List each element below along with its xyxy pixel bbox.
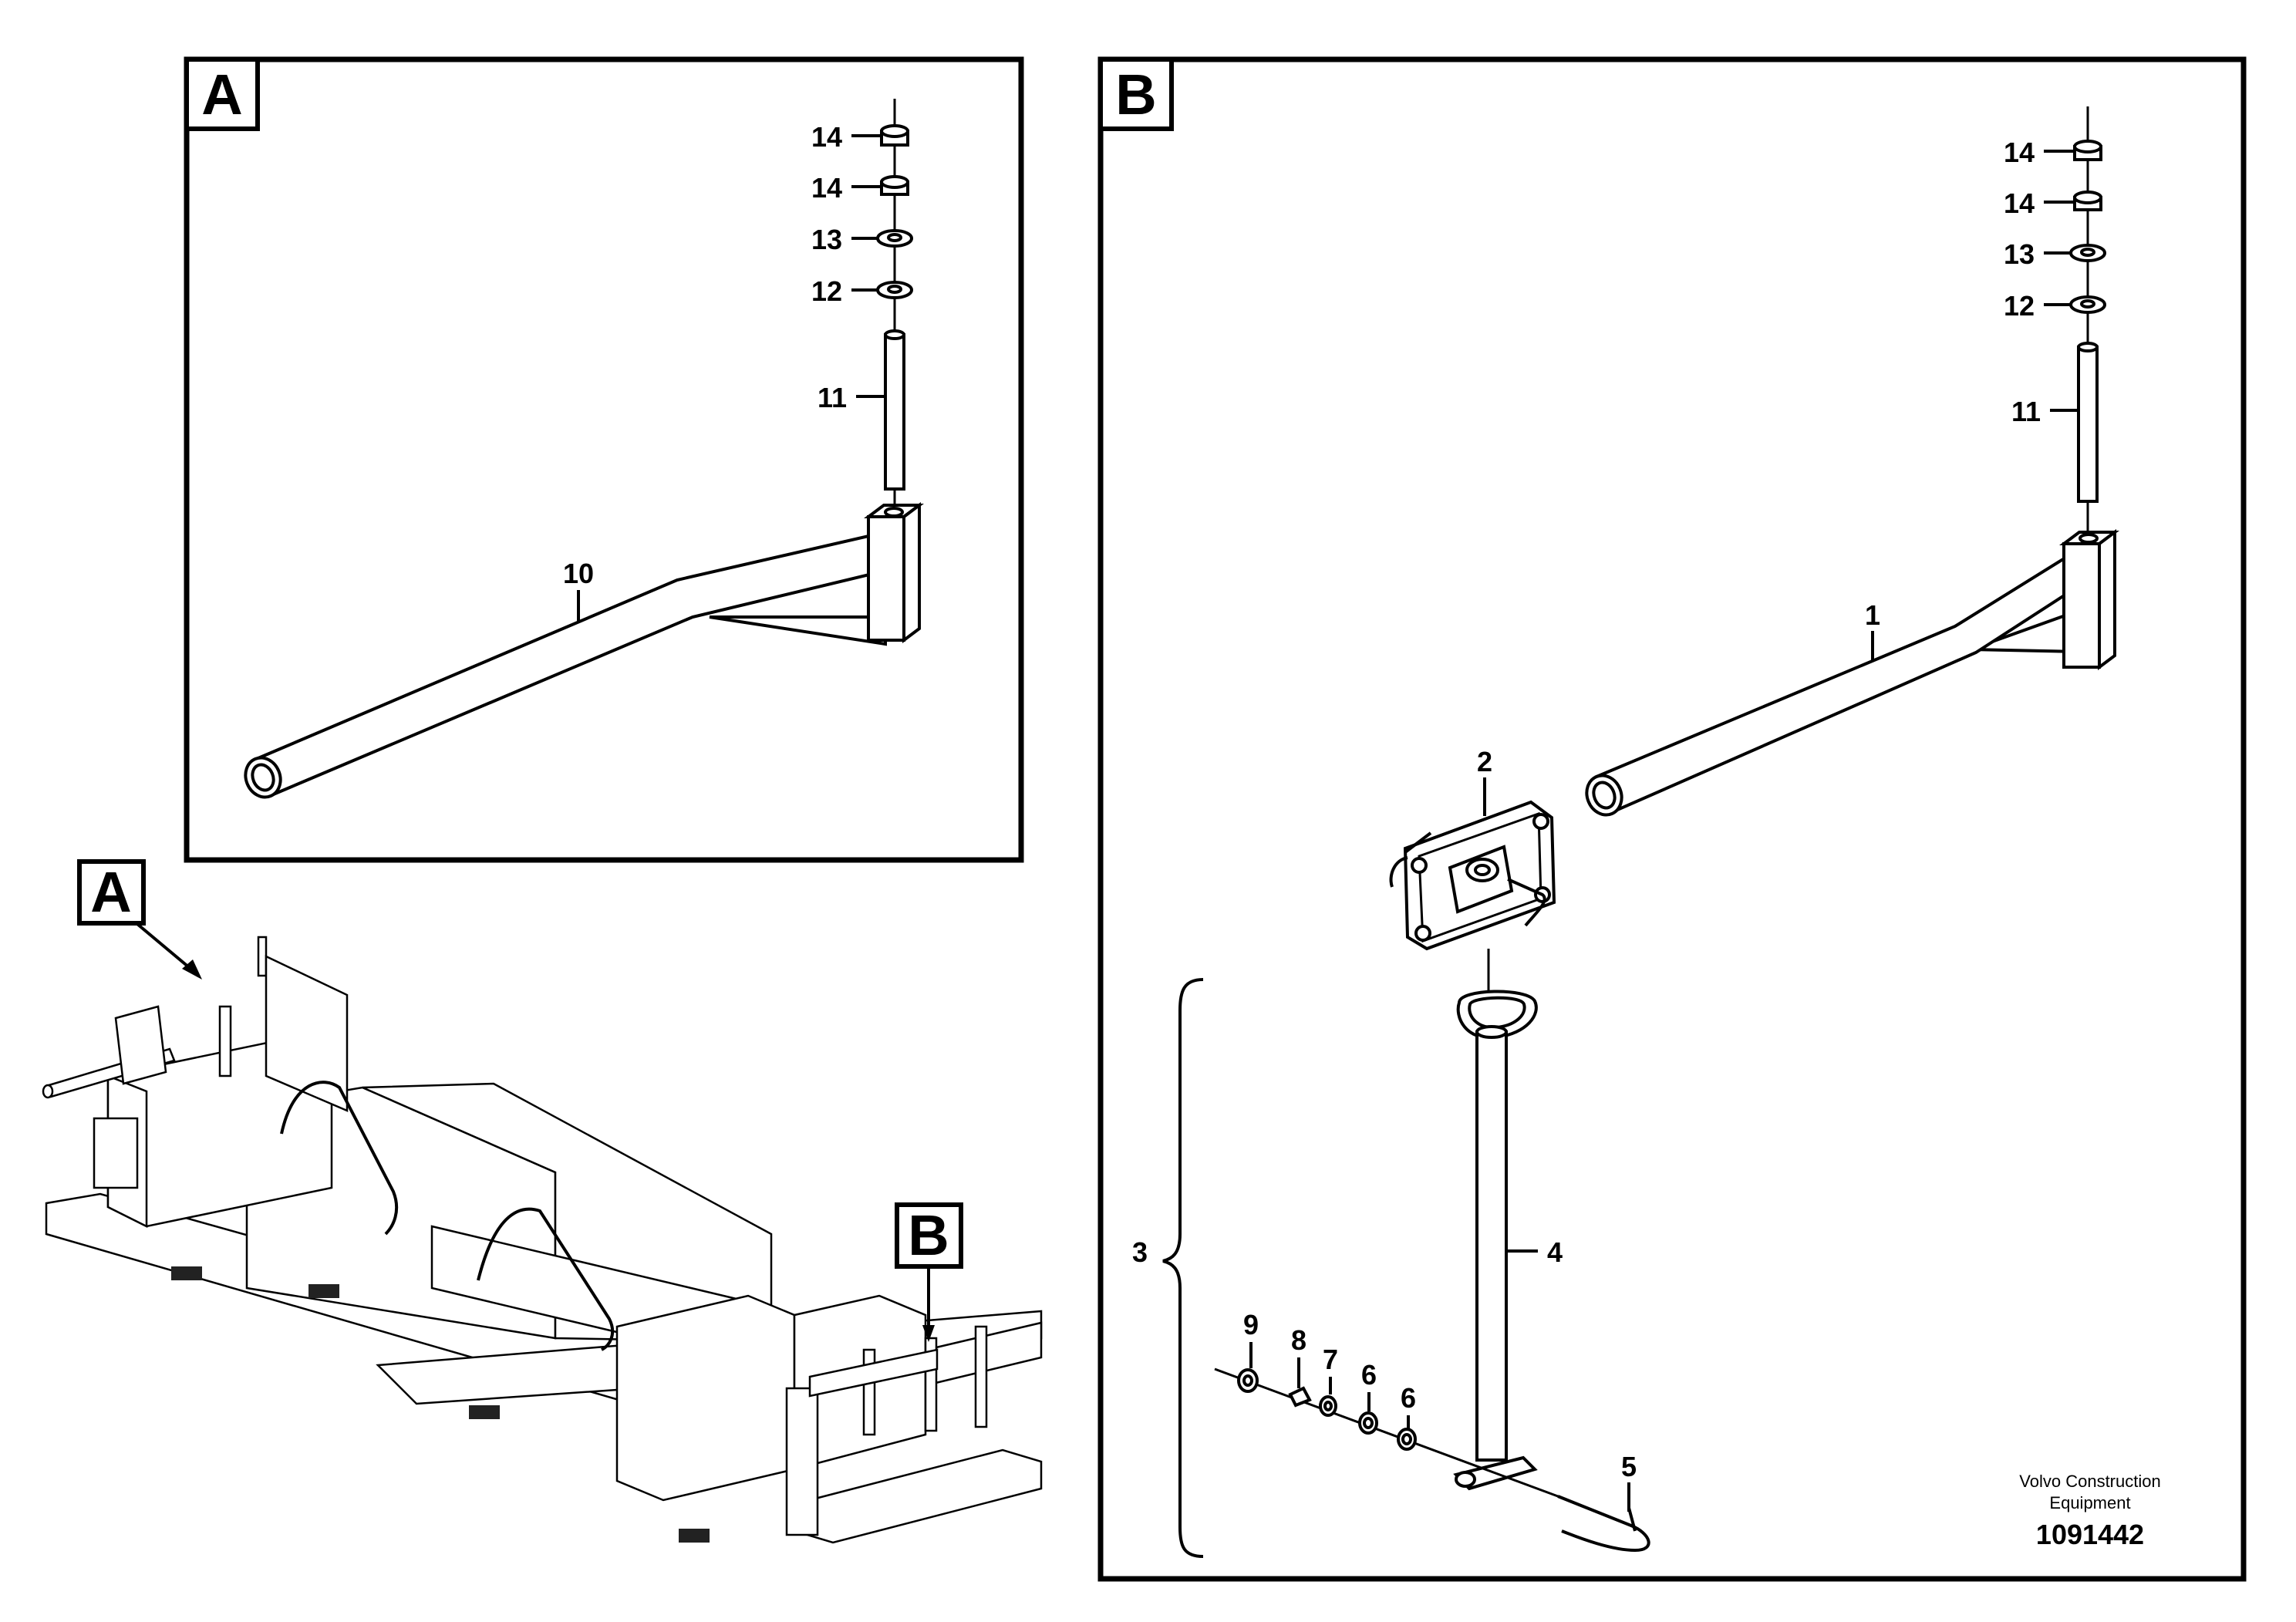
panel-a-washer-13 bbox=[876, 229, 913, 283]
callout-b-11: 11 bbox=[2011, 396, 2041, 427]
callout-a-13: 13 bbox=[811, 224, 842, 255]
overview-marker-a-label: A bbox=[90, 860, 131, 924]
callout-b-6-right: 6 bbox=[1401, 1382, 1416, 1414]
panel-b-callouts: 14 14 13 12 11 1 2 3 4 5 6 6 7 8 bbox=[1132, 137, 2079, 1512]
panel-a-callouts: 14 14 13 12 11 10 bbox=[563, 121, 885, 621]
panel-a-nut-upper bbox=[880, 124, 909, 180]
panel-b-mount-2 bbox=[1389, 800, 1556, 995]
company-name-line2: Equipment bbox=[2049, 1493, 2130, 1512]
callout-a-14-upper: 14 bbox=[811, 121, 842, 153]
callout-a-10: 10 bbox=[563, 558, 594, 589]
callout-a-11: 11 bbox=[818, 382, 847, 413]
callout-b-1: 1 bbox=[1865, 599, 1880, 631]
company-name-line1: Volvo Construction bbox=[2019, 1472, 2160, 1491]
drawing-number: 1091442 bbox=[2036, 1519, 2144, 1550]
callout-b-12: 12 bbox=[2004, 290, 2035, 322]
overview-marker-b: B bbox=[895, 1202, 963, 1342]
panel-b-washer-13 bbox=[2069, 244, 2106, 298]
panel-b-badge: B bbox=[1098, 57, 1174, 131]
panel-a-badge: A bbox=[184, 57, 260, 131]
panel-a-pin-11 bbox=[884, 329, 905, 521]
callout-b-6-left: 6 bbox=[1361, 1359, 1377, 1391]
callout-b-8: 8 bbox=[1291, 1324, 1306, 1356]
panel-b-arm-1 bbox=[1585, 529, 2119, 817]
panel-b-nut-lower bbox=[2073, 191, 2102, 247]
callout-b-9: 9 bbox=[1243, 1309, 1259, 1340]
panel-a: A bbox=[184, 56, 1024, 863]
overview-marker-b-label: B bbox=[908, 1203, 949, 1267]
callout-a-12: 12 bbox=[811, 275, 842, 307]
callout-b-3: 3 bbox=[1132, 1236, 1148, 1268]
overview-marker-a: A bbox=[77, 859, 202, 980]
panel-b-nut-upper bbox=[2073, 140, 2102, 194]
callout-b-14-upper: 14 bbox=[2004, 137, 2035, 168]
callout-b-14-lower: 14 bbox=[2004, 187, 2035, 219]
panel-b: B bbox=[1097, 56, 2247, 1582]
callout-b-5: 5 bbox=[1621, 1451, 1637, 1482]
panel-b-washer-12 bbox=[2069, 295, 2106, 344]
panel-a-nut-lower bbox=[880, 175, 909, 231]
panel-a-badge-label: A bbox=[201, 62, 242, 126]
callout-a-14-lower: 14 bbox=[811, 172, 842, 204]
callout-b-2: 2 bbox=[1477, 746, 1492, 777]
panel-b-fastener-set bbox=[1214, 1367, 1650, 1553]
panel-b-pin-11 bbox=[2077, 342, 2099, 532]
panel-a-arm-10 bbox=[244, 502, 924, 799]
panel-a-washer-12 bbox=[876, 281, 913, 332]
callout-b-13: 13 bbox=[2004, 238, 2035, 270]
callout-b-7: 7 bbox=[1323, 1344, 1338, 1375]
panel-b-badge-label: B bbox=[1115, 62, 1156, 126]
panel-b-post-4 bbox=[1453, 990, 1538, 1491]
drawing-footer: Volvo Construction Equipment 1091442 bbox=[2019, 1472, 2160, 1550]
group-3-brace bbox=[1162, 978, 1204, 1558]
callout-b-4: 4 bbox=[1547, 1236, 1563, 1268]
overview-machine: A B bbox=[42, 859, 1043, 1544]
